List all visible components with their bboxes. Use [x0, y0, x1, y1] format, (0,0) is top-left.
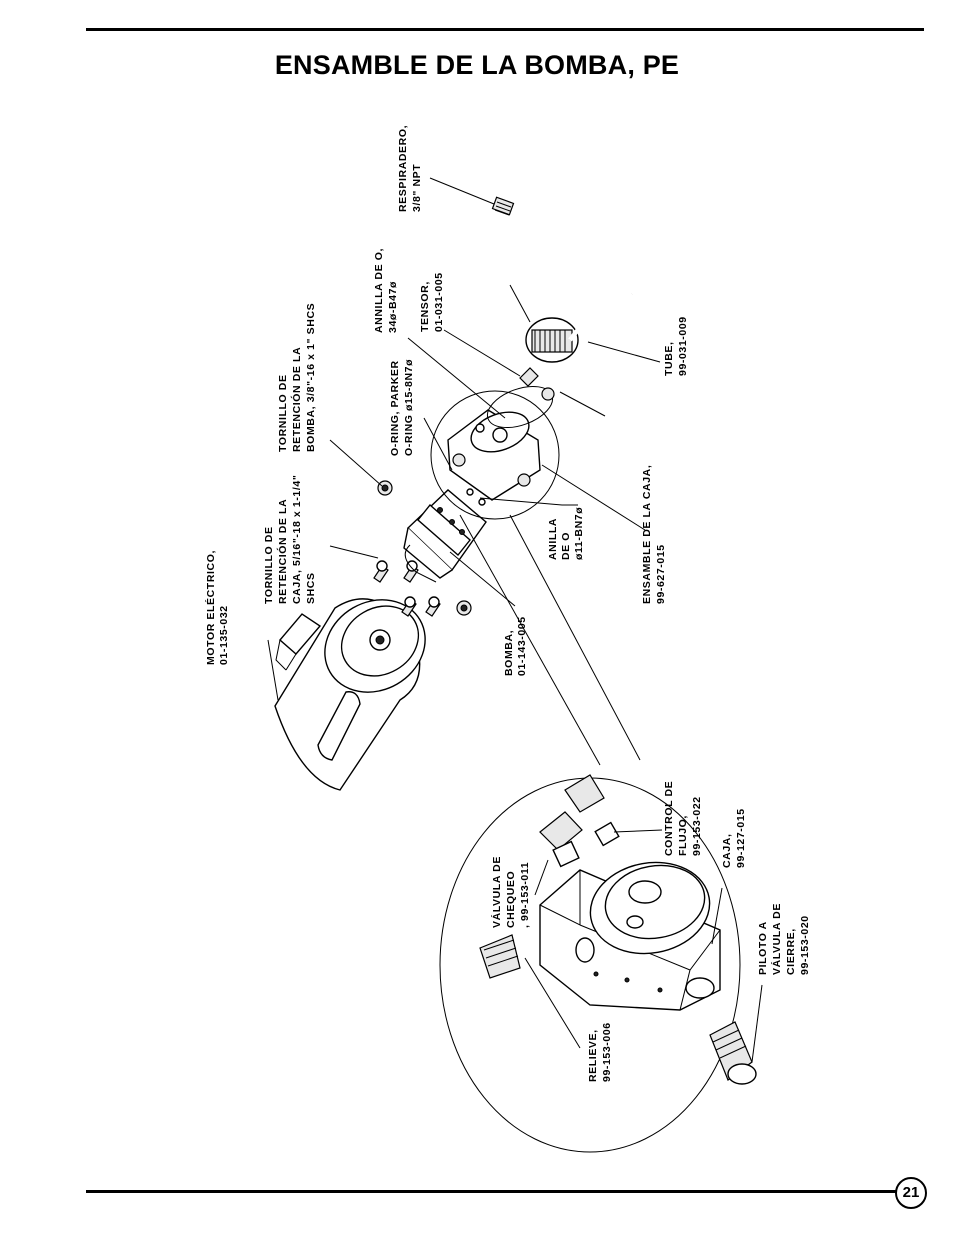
label-annilla-34: ANNILLA DE O,34ø-B47ø	[373, 248, 399, 333]
leader-lines-detail	[524, 829, 763, 1063]
label-ensamble-caja: ENSAMBLE DE LA CAJA,99-627-015	[641, 465, 667, 604]
bottom-rule	[86, 1190, 896, 1193]
label-motor: MOTOR ELÉCTRICO,01-135-032	[204, 550, 230, 665]
label-caja: CAJA,99-127-015	[721, 808, 747, 868]
page-number-badge: 21	[895, 1177, 927, 1209]
label-respiradero: RESPIRADERO,3/8" NPT	[397, 125, 423, 212]
page-title: ENSAMBLE DE LA BOMBA, PE	[274, 50, 680, 80]
label-tube: TUBE,99-031-009	[663, 316, 689, 376]
detail-circle	[439, 774, 757, 1153]
breather-drawing	[491, 196, 515, 216]
motor-screws	[373, 560, 472, 617]
label-anilla-o: ANILLADE Oø11-BN7ø	[547, 507, 585, 560]
label-bomba: BOMBA,01-143-005	[503, 616, 528, 676]
pump-drawing	[403, 489, 487, 583]
pump-screw	[377, 480, 393, 496]
top-rule	[86, 28, 924, 31]
tensor-drawing	[519, 317, 579, 401]
label-relieve: RELIEVE,99-153-006	[587, 1022, 613, 1082]
tube-drawing	[568, 291, 633, 342]
label-tensor: TENSOR,01-031-005	[419, 272, 445, 332]
motor-drawing	[274, 598, 426, 791]
leader-lines-upper	[267, 177, 661, 766]
